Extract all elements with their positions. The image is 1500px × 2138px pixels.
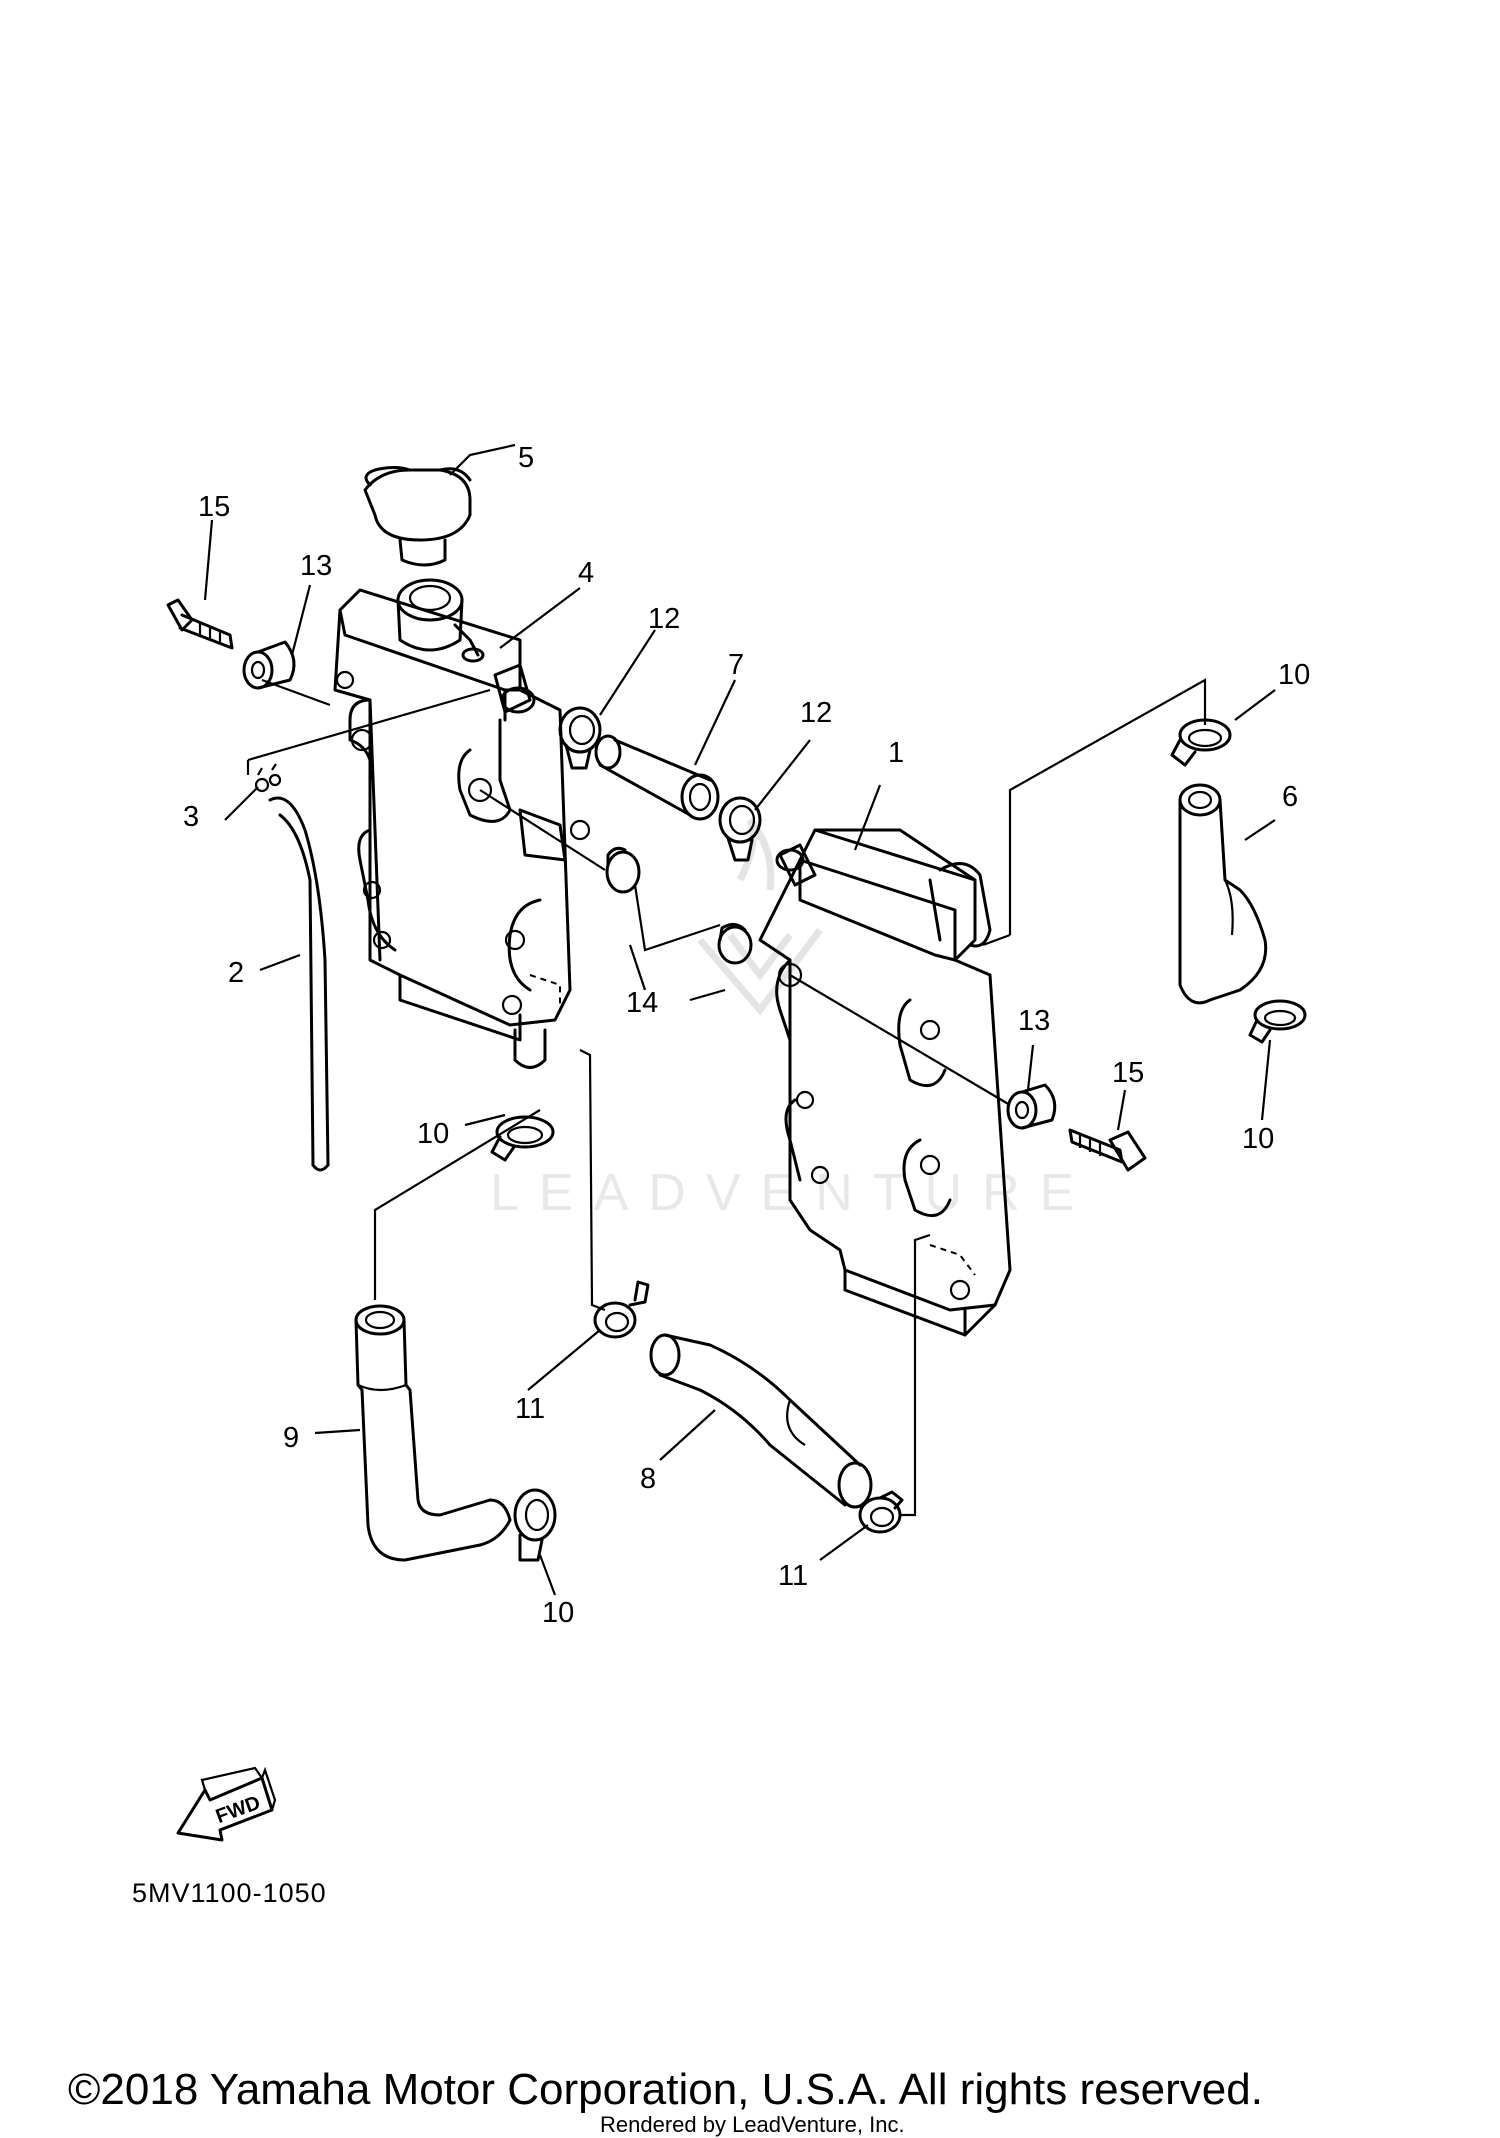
- copyright-notice: ©2018 Yamaha Motor Corporation, U.S.A. A…: [68, 2065, 1263, 2114]
- callout-3: 3: [183, 801, 199, 833]
- callout-4: 4: [578, 557, 594, 589]
- callout-2: 2: [228, 957, 244, 989]
- radiator-cap[interactable]: [363, 466, 472, 567]
- callout-leaders: [203, 443, 1276, 1596]
- fwd-arrow: FWD: [176, 1766, 277, 1842]
- hose-clamp-11a[interactable]: [593, 1280, 650, 1339]
- assembly-lines: [246, 678, 1207, 1517]
- callout-7: 7: [728, 649, 744, 681]
- svg-text:LEADVENTURE: LEADVENTURE: [490, 1164, 1094, 1222]
- hose-clamp-10b[interactable]: [1248, 999, 1307, 1044]
- hose-clamp-10d[interactable]: [513, 1488, 557, 1562]
- radiator-left[interactable]: [333, 578, 591, 1069]
- callout-13: 13: [1018, 1005, 1050, 1037]
- callout-10: 10: [542, 1597, 574, 1629]
- collar-right[interactable]: [717, 923, 753, 965]
- callout-12: 12: [648, 603, 680, 635]
- overflow-tube[interactable]: [268, 796, 330, 1172]
- bolt-right[interactable]: [1068, 1128, 1147, 1172]
- callout-9: 9: [283, 1422, 299, 1454]
- hose-clamp-10c[interactable]: [490, 1115, 555, 1162]
- callout-6: 6: [1282, 781, 1298, 813]
- grommet-left[interactable]: [242, 640, 296, 690]
- callout-labels: 5 15 13 4 12 7 12 1 10 6 3 2 14 13 15 10…: [183, 442, 1310, 1629]
- callout-5: 5: [518, 442, 534, 474]
- tube-clip[interactable]: [254, 763, 282, 793]
- collar-left[interactable]: [605, 846, 641, 894]
- callout-15: 15: [1112, 1057, 1144, 1089]
- callout-10: 10: [1278, 659, 1310, 691]
- drawing-code: 5MV1100-1050: [132, 1878, 327, 1908]
- hose-8[interactable]: [649, 1333, 873, 1509]
- callout-10: 10: [417, 1118, 449, 1150]
- leadventure-watermark: LEADVENTURE: [490, 817, 1094, 1222]
- hose-clamp-10a[interactable]: [1170, 718, 1232, 767]
- rendered-by: Rendered by LeadVenture, Inc.: [600, 2112, 905, 2137]
- callout-14: 14: [626, 987, 658, 1019]
- callout-10: 10: [1242, 1123, 1274, 1155]
- radiator-right[interactable]: [758, 828, 1012, 1337]
- hose-7[interactable]: [594, 734, 720, 821]
- callout-1: 1: [888, 737, 904, 769]
- bolt-left[interactable]: [166, 598, 234, 650]
- hose-clamp-12a[interactable]: [558, 706, 602, 770]
- callout-12: 12: [800, 697, 832, 729]
- callout-13: 13: [300, 550, 332, 582]
- hose-9[interactable]: [354, 1304, 512, 1562]
- callout-11: 11: [515, 1393, 545, 1425]
- callout-15: 15: [198, 491, 230, 523]
- hose-6[interactable]: [1178, 783, 1268, 1005]
- callout-8: 8: [640, 1463, 656, 1495]
- hose-clamp-12b[interactable]: [718, 796, 762, 862]
- callout-11: 11: [778, 1560, 808, 1592]
- grommet-right[interactable]: [1006, 1083, 1057, 1130]
